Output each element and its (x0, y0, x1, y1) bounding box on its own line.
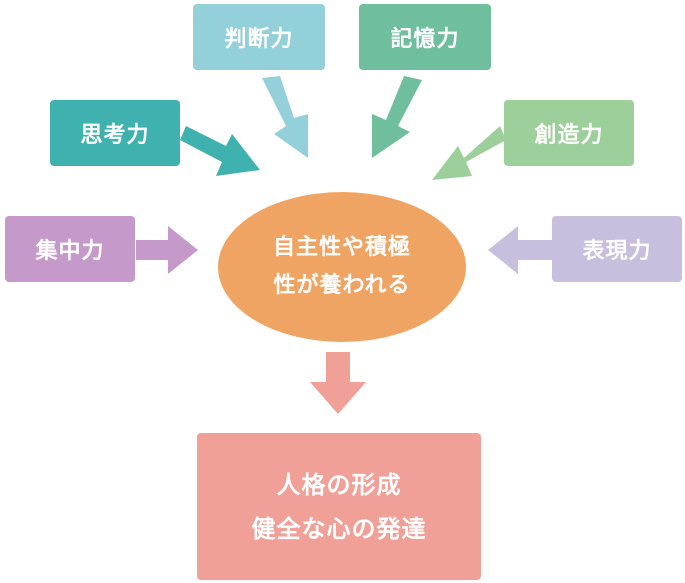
arrow-creativity (432, 126, 506, 180)
result-line-1: 人格の形成 (276, 470, 402, 499)
center-line-1: 自主性や積極 (272, 235, 411, 260)
label-memory: 記憶力 (390, 27, 460, 52)
label-concentration: 集中力 (35, 239, 105, 264)
box-expression: 表現力 (552, 216, 682, 282)
result-line-2: 健全な心の発達 (251, 514, 427, 543)
center-ellipse: 自主性や積極 性が養われる (218, 192, 466, 342)
label-creativity: 創造力 (534, 123, 604, 148)
arrow-expression (488, 226, 552, 274)
center-line-2: 性が養われる (273, 273, 411, 298)
label-expression: 表現力 (582, 239, 652, 264)
arrow-result (310, 352, 366, 414)
result-box: 人格の形成 健全な心の発達 (197, 433, 481, 580)
arrow-thinking (180, 126, 260, 176)
box-creativity: 創造力 (504, 100, 634, 166)
arrow-memory (372, 76, 422, 158)
box-thinking: 思考力 (50, 100, 180, 166)
box-memory: 記憶力 (359, 4, 491, 70)
label-thinking: 思考力 (80, 123, 150, 148)
arrow-judgment (262, 76, 308, 158)
arrow-concentration (136, 226, 198, 274)
box-concentration: 集中力 (5, 216, 135, 282)
box-judgment: 判断力 (193, 4, 325, 70)
label-judgment: 判断力 (224, 27, 294, 52)
